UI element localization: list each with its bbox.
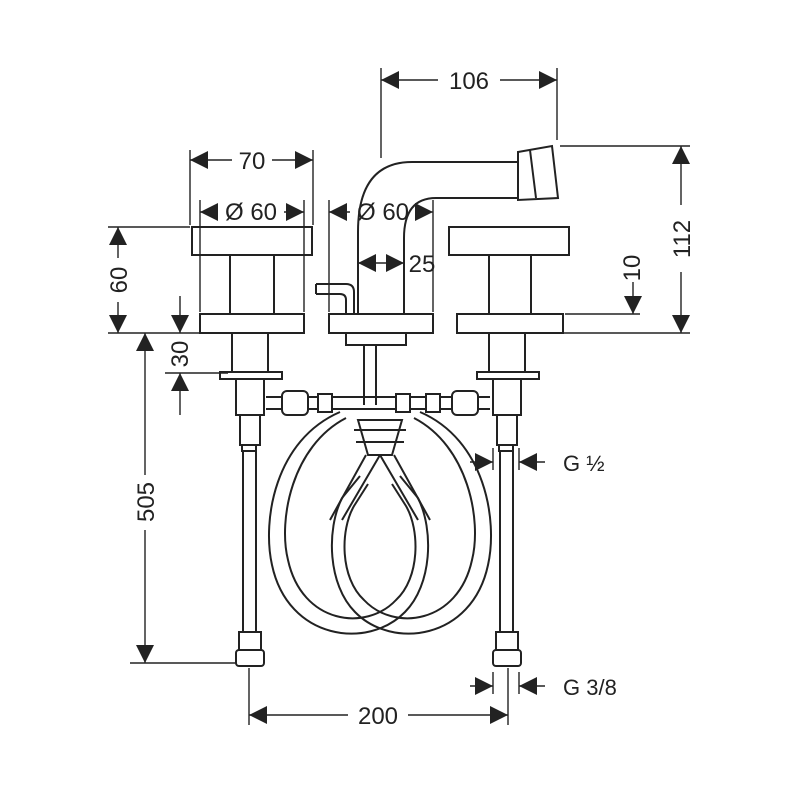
dimension-lines xyxy=(108,68,690,725)
dim-center-spacing-label: 200 xyxy=(358,703,398,730)
left-handle xyxy=(191,226,313,452)
right-handle xyxy=(448,226,570,452)
connection-tube xyxy=(266,390,490,416)
spout xyxy=(315,144,560,405)
dim-spout-diameter-label: Ø 60 xyxy=(357,199,409,226)
dim-spout-shank-label: 25 xyxy=(409,251,436,278)
dim-outlet-thread-label: G ½ xyxy=(563,451,605,476)
loop-hose xyxy=(267,411,493,635)
faucet-outline xyxy=(191,144,570,667)
dim-spout-offset-label: 10 xyxy=(619,255,646,282)
dim-hose-length-label: 505 xyxy=(133,482,160,522)
dim-handle-diameter-label: Ø 60 xyxy=(225,199,277,226)
dim-total-height-label: 112 xyxy=(669,220,696,258)
dim-spout-reach-label: 106 xyxy=(449,68,489,95)
dimension-labels: 106 70 Ø 60 Ø 60 25 112 60 10 30 505 200… xyxy=(106,68,696,730)
supply-hoses xyxy=(235,451,522,667)
dim-supply-thread-label: G 3/8 xyxy=(563,675,617,700)
dim-body-drop-label: 30 xyxy=(167,341,194,368)
dim-handle-height-label: 60 xyxy=(106,267,133,294)
dim-handle-width-label: 70 xyxy=(239,148,266,175)
